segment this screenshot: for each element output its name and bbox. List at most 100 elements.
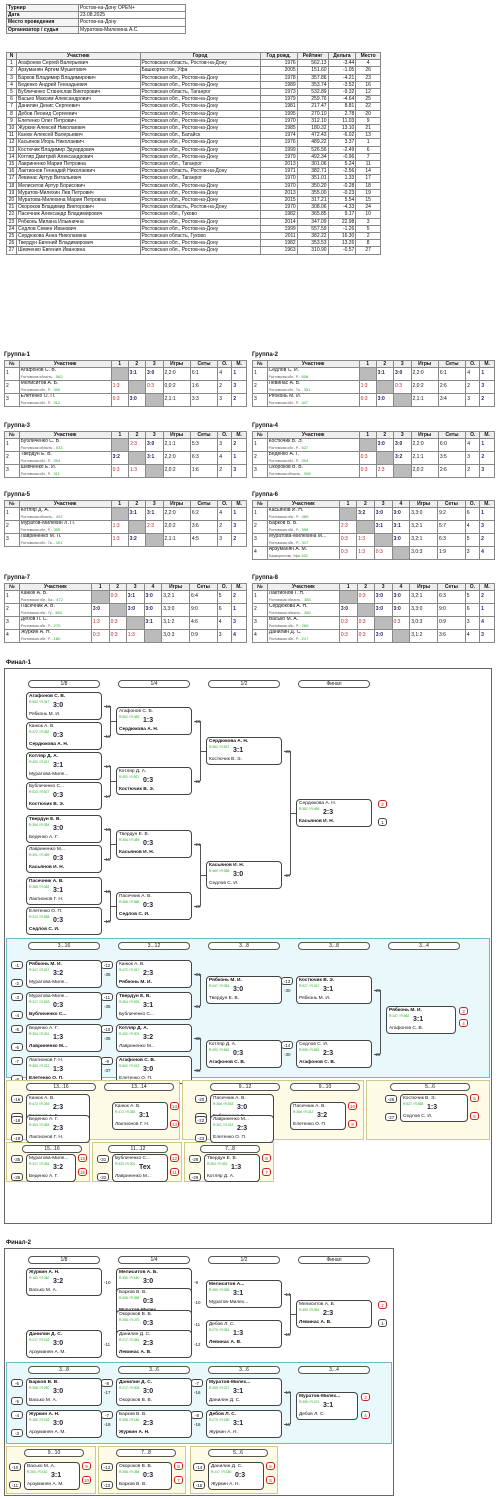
- group-place: 3: [479, 464, 495, 479]
- source-ref: -35: [11, 1155, 23, 1163]
- group-result: 3:2: [112, 454, 120, 461]
- group-sets: 6:3: [436, 533, 466, 548]
- match-player-1: Данилин Д. С.: [29, 1332, 63, 1337]
- group-result-cell: 0:3: [356, 590, 375, 605]
- group-player-name: Елетенко О. П.: [20, 393, 56, 400]
- group-col-header: 4: [143, 582, 163, 592]
- player-cell: Ростовская обл., Ростов-на-Дону: [139, 181, 261, 190]
- player-cell: -1.05: [327, 66, 357, 75]
- player-cell: 1973: [259, 88, 298, 97]
- group-player-cell: Беденко А. Г.Ростовская обл., Р... 354: [266, 451, 360, 466]
- match-score: Тех: [139, 1164, 151, 1171]
- match-player-1: Пасечник А. В.: [29, 879, 64, 884]
- group-result-cell: 3:0: [391, 603, 411, 618]
- group-result: 3:1: [127, 593, 136, 600]
- round-label: 13...14: [104, 1083, 174, 1091]
- bracket-line: [290, 1392, 291, 1424]
- match-player-1: Бубличенко С...: [29, 784, 64, 789]
- group-player-name: Пасечник А. В.: [20, 603, 55, 610]
- group-place: 3: [479, 629, 495, 644]
- place-box: 4: [459, 1019, 468, 1027]
- match-player-2: Муратов-Милех...: [209, 1300, 249, 1305]
- group-points: 3: [217, 438, 233, 453]
- group-player-name: Лактионов Г. Н.: [268, 590, 305, 597]
- group-player-city: Ростовская обл., Р... 355: [20, 526, 61, 532]
- match-ratings: R:312 / R:558: [29, 915, 50, 919]
- player-cell: Костючик Владимир Эдуардович: [16, 145, 141, 154]
- group-result: 2:3: [130, 441, 138, 448]
- group-player-name: Седлов С. И.: [268, 367, 299, 374]
- match-player-1: Костючик В. Э.: [403, 1096, 436, 1101]
- player-cell: 3: [6, 73, 17, 82]
- group-col-header: 2: [375, 359, 395, 369]
- source-ref: -32: [97, 1173, 109, 1181]
- group-col-header: Сеты: [189, 430, 219, 440]
- group-result: 3:0: [147, 370, 155, 377]
- match-box: Бубличенко С...Костючик В. Э.R:533 / R:5…: [26, 782, 102, 810]
- player-cell: Ростовская обл., Ростов-на-Дону: [139, 224, 261, 234]
- player-cell: 492.34: [296, 152, 329, 162]
- group-sets: 3:4: [437, 393, 467, 408]
- group-sets: 6:3: [436, 590, 466, 605]
- round-label: 3...4: [298, 1366, 370, 1374]
- group-result-cell: 3:0: [373, 603, 393, 618]
- match-score: 2:3: [237, 1125, 248, 1132]
- player-cell: 1982: [259, 239, 298, 248]
- player-cell: 151.60: [296, 66, 329, 75]
- player-cell: 1: [6, 59, 17, 68]
- group-place: 1: [479, 603, 495, 618]
- group-result-cell: 0:3: [338, 546, 358, 561]
- player-cell: -0.23: [327, 188, 357, 198]
- group-result-cell: 0:3: [338, 533, 358, 548]
- player-cell: -3.52: [327, 80, 357, 90]
- group-player-rating: 308: [302, 470, 311, 476]
- group-result: 0:3: [375, 549, 383, 556]
- group-player-name: Журкин А. Н.: [20, 629, 51, 636]
- player-cell: 21: [6, 203, 17, 212]
- match-ratings: R:347 / R:317: [29, 968, 50, 972]
- match-score: 3:0: [53, 1388, 64, 1395]
- group-result-cell: 3:0: [391, 507, 411, 522]
- group-col-header: О.: [217, 430, 233, 440]
- player-cell: 1978: [259, 73, 298, 82]
- player-cell: 347.09: [296, 217, 329, 226]
- match-ratings: R:382 / R:489: [299, 807, 320, 811]
- group-result-cell: 1:3: [90, 616, 110, 631]
- group-col-header: М.: [231, 359, 247, 369]
- bracket-line: [284, 875, 290, 876]
- match-player-2: Касьянов И. Н.: [119, 850, 155, 855]
- match-loser-ref: -35: [104, 972, 111, 977]
- match-score: 0:3: [143, 1298, 154, 1305]
- match-player-2: Елетенко О. П.: [213, 1135, 247, 1140]
- player-cell: 1970: [259, 174, 298, 183]
- group-player-cell: Лавриненко М. П.Ростовская обл., Та... 3…: [18, 533, 112, 548]
- group-sets: 2:6: [437, 464, 467, 479]
- group-col-header: №: [252, 499, 268, 509]
- round-label: 7...8: [200, 1145, 260, 1153]
- group-col-header: 1: [338, 499, 358, 509]
- match-score: 3:1: [413, 1016, 424, 1023]
- group-player-city: Ростовская обл., Р... 312: [20, 399, 61, 405]
- place-box: 16: [78, 1168, 87, 1176]
- player-cell: 7: [6, 102, 17, 111]
- group-result-cell: [143, 629, 163, 644]
- match-score: 1:3: [427, 1104, 438, 1111]
- group-player-cell: Журкин А. Н.Ростовская обл., Р... 180: [18, 629, 92, 644]
- group-player-name: Лавриненко М. П.: [20, 533, 62, 540]
- match-ratings: R:217 / R:351: [119, 1338, 140, 1342]
- match-ratings: R:354 / R:489: [119, 838, 140, 842]
- group-points: 3: [465, 393, 481, 408]
- group-result-cell: 0:3: [358, 451, 377, 466]
- match-player-1: Канюк А. В.: [29, 1096, 55, 1101]
- match-player-1: Данилин Д. С.: [119, 1380, 153, 1385]
- match-player-2: Дебов Л. С.: [299, 1412, 325, 1417]
- group-player-city: Ростовская обл., Р... 347: [268, 399, 309, 405]
- round-label: 5...6: [390, 1083, 470, 1091]
- group-col-header: №: [4, 359, 20, 369]
- source-ref: -14: [193, 1463, 205, 1471]
- group-points: 4: [217, 507, 233, 522]
